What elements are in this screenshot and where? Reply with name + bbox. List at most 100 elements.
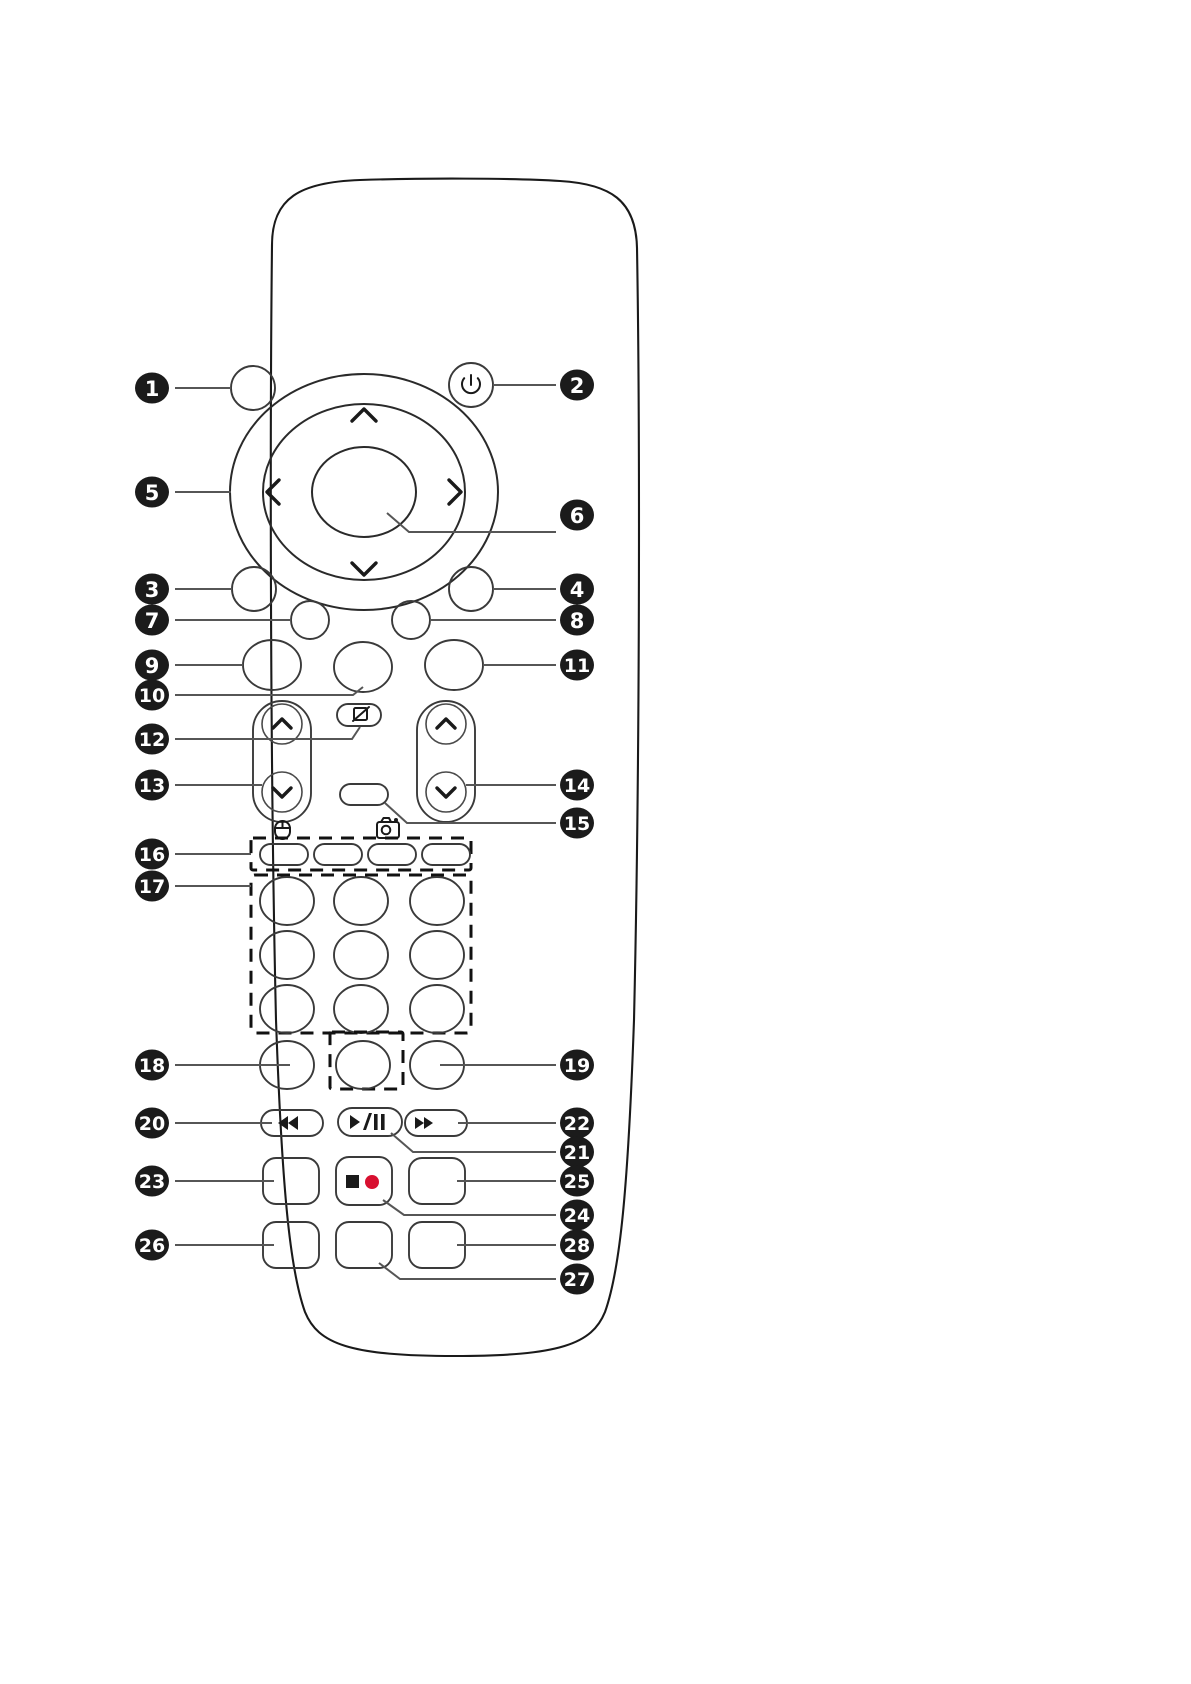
keypad-button[interactable] <box>409 930 465 980</box>
callout-number: 19 <box>564 1055 590 1077</box>
callout-number: 17 <box>139 876 165 898</box>
color-button-group-box <box>249 836 473 872</box>
square-button-right-lower[interactable] <box>408 1221 466 1269</box>
remote-body-outline <box>269 177 641 1358</box>
right-rocker-up[interactable] <box>425 703 467 745</box>
left-rocker-up[interactable] <box>261 703 303 745</box>
camera-icon <box>376 817 400 839</box>
right-rocker-body[interactable] <box>416 700 476 823</box>
play-pause-button[interactable] <box>337 1107 403 1137</box>
chevron-up-icon[interactable] <box>435 717 457 730</box>
ok-center-button[interactable] <box>311 446 417 538</box>
keypad-button[interactable] <box>259 984 315 1034</box>
chevron-down-icon[interactable] <box>435 786 457 799</box>
lower-right-round-button[interactable] <box>448 566 494 612</box>
center-pill-button[interactable] <box>339 783 389 806</box>
callout-bullet <box>135 1049 169 1081</box>
callout-bullet <box>135 573 169 605</box>
callout-bullet <box>560 1229 594 1261</box>
color-button-2[interactable] <box>313 843 363 866</box>
callout-8: 8 <box>560 604 594 636</box>
callout-bullet <box>135 870 169 902</box>
mute-button[interactable] <box>336 703 382 727</box>
keypad-button[interactable] <box>259 876 315 926</box>
keypad-button[interactable] <box>333 984 389 1034</box>
callout-28: 28 <box>560 1229 594 1261</box>
callout-number: 20 <box>139 1113 165 1135</box>
callout-6: 6 <box>560 499 594 531</box>
keypad-button[interactable] <box>333 876 389 926</box>
callout-bullet <box>560 1199 594 1231</box>
keypad-button[interactable] <box>333 930 389 980</box>
right-rocker-down[interactable] <box>425 771 467 813</box>
callout-bullet <box>135 476 169 508</box>
color-button-1[interactable] <box>259 843 309 866</box>
keypad-button[interactable] <box>409 876 465 926</box>
callout-number: 13 <box>139 775 165 797</box>
keypad-button[interactable] <box>259 930 315 980</box>
small-round-button-right[interactable] <box>391 600 431 640</box>
large-round-button-right[interactable] <box>424 639 484 691</box>
callout-bullet <box>135 604 169 636</box>
callout-number: 5 <box>145 481 160 505</box>
keypad-button[interactable] <box>409 984 465 1034</box>
chevron-right-icon[interactable] <box>447 478 463 506</box>
top-left-round-button[interactable] <box>230 365 276 411</box>
callout-number: 16 <box>139 844 165 866</box>
square-button-right-upper[interactable] <box>408 1157 466 1205</box>
callout-bullet <box>560 573 594 605</box>
callout-17: 17 <box>135 870 169 902</box>
callout-16: 16 <box>135 838 169 870</box>
fast-forward-icon <box>415 1117 433 1129</box>
callout-bullet <box>560 807 594 839</box>
callout-15: 15 <box>560 807 594 839</box>
chevron-left-icon[interactable] <box>265 478 281 506</box>
callout-bullet <box>135 372 169 404</box>
callout-bullet <box>135 679 169 711</box>
leader-line-12 <box>175 726 361 740</box>
large-round-button-center[interactable] <box>333 641 393 693</box>
callout-number: 4 <box>570 578 585 602</box>
callout-21: 21 <box>560 1136 594 1168</box>
callout-27: 27 <box>560 1263 594 1295</box>
callout-23: 23 <box>135 1165 169 1197</box>
callout-number: 14 <box>564 775 590 797</box>
small-round-button-left[interactable] <box>290 600 330 640</box>
keypad-bottom-center-button[interactable] <box>335 1040 391 1090</box>
color-button-4[interactable] <box>421 843 471 866</box>
square-button-center-lower[interactable] <box>335 1221 393 1269</box>
leader-line-21 <box>390 1132 556 1153</box>
callout-bullet <box>135 1229 169 1261</box>
navigation-ring-inner[interactable] <box>262 403 466 581</box>
color-button-3[interactable] <box>367 843 417 866</box>
leader-line-10 <box>175 686 364 696</box>
callout-bullet <box>560 1165 594 1197</box>
callout-11: 11 <box>560 649 594 681</box>
callout-5: 5 <box>135 476 169 508</box>
callout-bullet <box>560 499 594 531</box>
chevron-up-icon[interactable] <box>350 407 378 423</box>
leader-line-6 <box>386 512 556 533</box>
callout-12: 12 <box>135 723 169 755</box>
callout-bullet <box>135 1165 169 1197</box>
callout-10: 10 <box>135 679 169 711</box>
callout-19: 19 <box>560 1049 594 1081</box>
callout-number: 21 <box>564 1142 590 1164</box>
callout-13: 13 <box>135 769 169 801</box>
chevron-down-icon[interactable] <box>350 561 378 577</box>
stop-record-button[interactable] <box>335 1156 393 1206</box>
left-rocker-down[interactable] <box>261 771 303 813</box>
numeric-keypad-group-box <box>249 873 473 1035</box>
callout-number: 18 <box>139 1055 165 1077</box>
lower-left-round-button[interactable] <box>231 566 277 612</box>
callout-number: 11 <box>564 655 590 677</box>
chevron-down-icon[interactable] <box>271 786 293 799</box>
callout-bullet <box>560 1107 594 1139</box>
chevron-up-icon[interactable] <box>271 717 293 730</box>
callout-7: 7 <box>135 604 169 636</box>
fast-forward-button[interactable] <box>404 1109 468 1137</box>
callout-number: 15 <box>564 813 590 835</box>
left-rocker-body[interactable] <box>252 700 312 823</box>
